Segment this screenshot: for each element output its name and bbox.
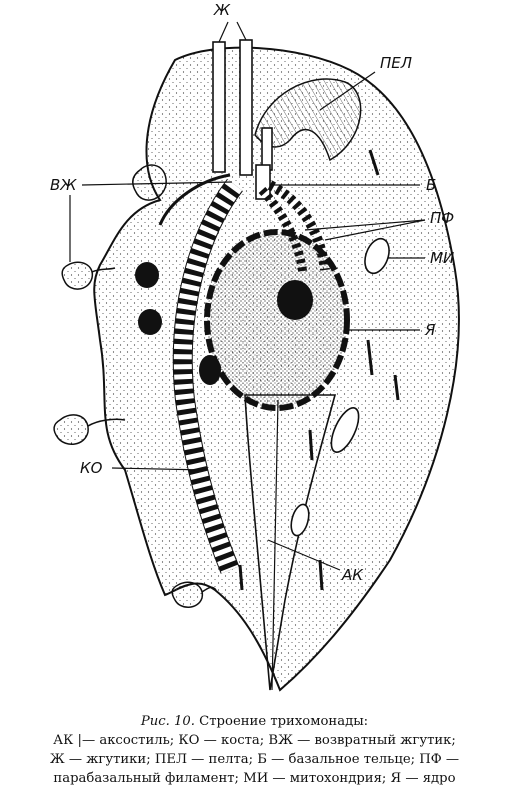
granules — [135, 262, 221, 385]
caption-heading: Рис. 10. Строение трихомонады: — [0, 712, 509, 731]
label-flagella: Ж — [213, 1, 231, 19]
costa — [172, 178, 243, 574]
label-parabasal-filament: ПФ — [430, 209, 454, 227]
label-pelta: ПЕЛ — [380, 54, 412, 72]
nucleolus — [277, 280, 313, 320]
label-basal-body: Б — [426, 176, 436, 194]
label-nucleus: Я — [424, 321, 436, 339]
food-particles — [53, 164, 204, 608]
figure-caption: Рис. 10. Строение трихомонады: АК |— акс… — [0, 712, 509, 788]
caption-figure-number: Рис. 10. — [140, 714, 195, 729]
axostyle — [244, 394, 337, 691]
label-mitochondria: МИ — [430, 249, 454, 267]
caption-line-1: АК |— аксостиль; КО — коста; ВЖ — возвра… — [53, 733, 456, 748]
mitochondria — [290, 237, 390, 537]
parabasal-filament — [267, 180, 330, 271]
mitochondria-rods — [238, 149, 400, 591]
caption-line-2: Ж — жгутики; ПЕЛ — пелта; Б — базальное … — [49, 752, 460, 767]
pelta — [254, 78, 362, 162]
leader-lines — [69, 21, 426, 571]
caption-title: Строение трихомонады: — [199, 714, 369, 729]
label-recurrent-flagellum: ВЖ — [50, 176, 77, 194]
anterior-flagella — [212, 39, 273, 176]
label-axostyle: АК — [341, 566, 364, 584]
trichomonad-diagram: Ж ПЕЛ ВЖ Б ПФ МИ Я КО АК — [50, 1, 460, 692]
pseudopod-stalks — [87, 267, 217, 593]
recurrent-flagellum — [158, 173, 231, 226]
label-costa: КО — [80, 459, 103, 477]
nucleus — [204, 229, 350, 411]
caption-line-3: парабазальный филамент; МИ — митохондрия… — [53, 771, 456, 786]
